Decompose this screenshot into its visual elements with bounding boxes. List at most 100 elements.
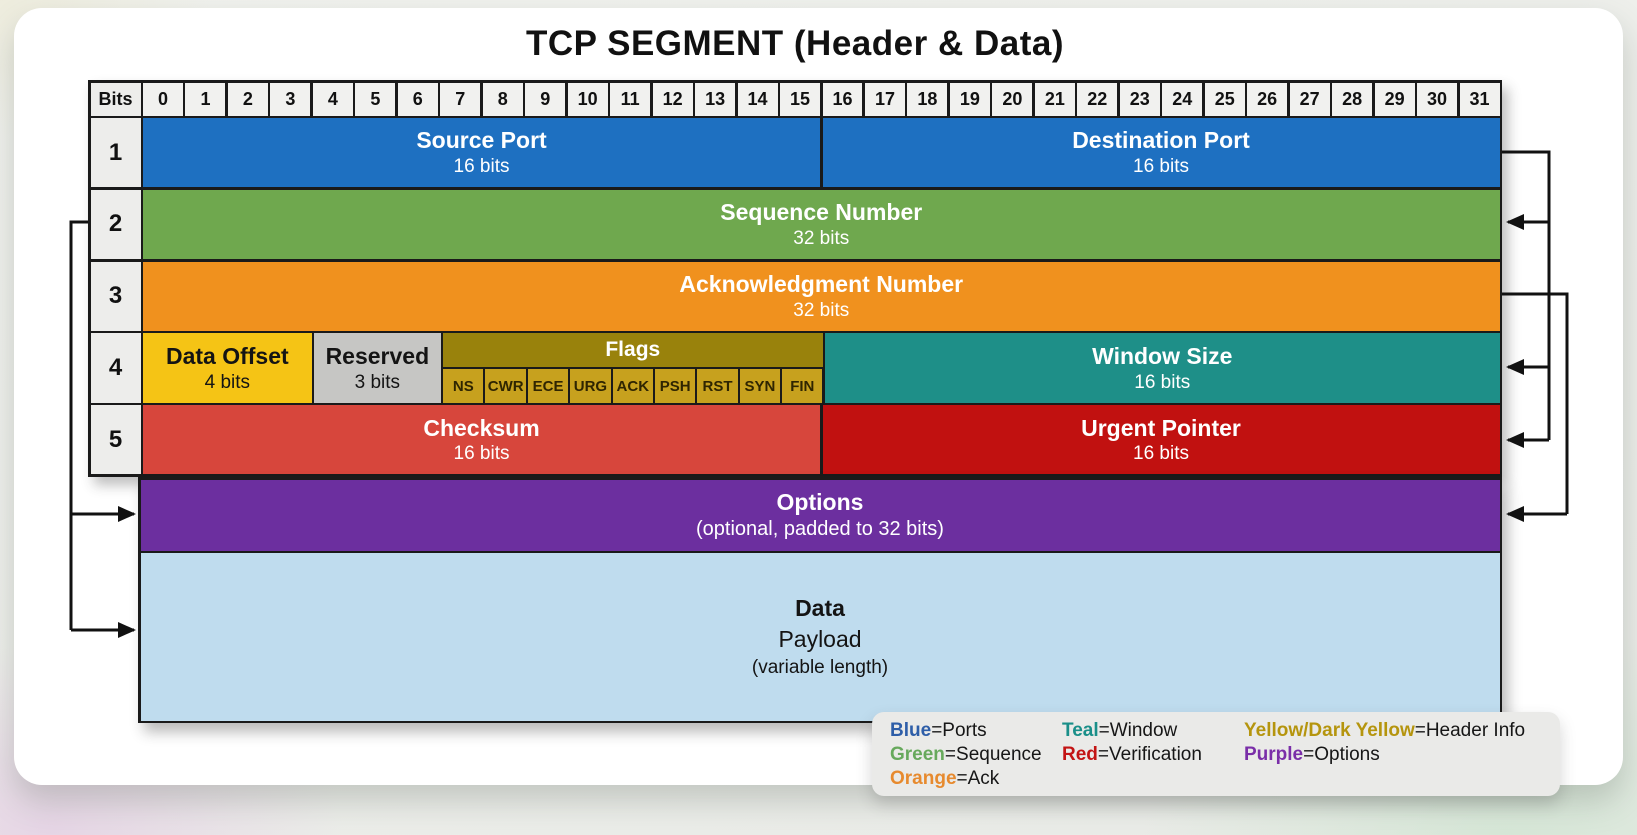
destination-port-field: Destination Port 16 bits — [822, 118, 1500, 188]
bit-number-cell: 17 — [864, 82, 905, 116]
bit-number-cell: 30 — [1417, 82, 1458, 116]
row-ports: 1 Source Port 16 bits Destination Port 1… — [90, 118, 1500, 188]
options-field: Options (optional, padded to 32 bits) — [140, 479, 1500, 551]
bit-number-cell: 12 — [652, 82, 693, 116]
legend-label: =Window — [1098, 719, 1178, 741]
bit-number-cell: 3 — [270, 82, 311, 116]
legend-item: Yellow/Dark Yellow=Header Info — [1244, 719, 1542, 742]
legend-color-word: Purple — [1244, 743, 1304, 765]
bit-number-cell: 10 — [567, 82, 608, 116]
row-label-3: 3 — [90, 261, 141, 331]
bit-number-cell: 23 — [1119, 82, 1160, 116]
field-subtitle: 32 bits — [793, 227, 850, 249]
field-title: Data Offset — [165, 342, 289, 369]
reserved-field: Reserved 3 bits — [314, 333, 441, 403]
field-subtitle: 3 bits — [354, 371, 401, 393]
bit-number-cell: 1 — [185, 82, 226, 116]
options-data-table: Options (optional, padded to 32 bits) Da… — [138, 477, 1502, 723]
window-size-field: Window Size 16 bits — [825, 333, 1500, 403]
bit-number-cell: 5 — [355, 82, 396, 116]
legend-label: =Ack — [956, 767, 1000, 789]
legend-color-word: Yellow/Dark Yellow — [1244, 719, 1415, 741]
data-line: Payload — [778, 625, 862, 652]
flag-cell: URG — [570, 369, 611, 403]
legend-color-word: Orange — [890, 767, 957, 789]
field-title: Source Port — [416, 127, 547, 154]
bit-number-cell: 6 — [397, 82, 438, 116]
flag-cell: SYN — [739, 369, 781, 403]
bits-header-label: Bits — [90, 82, 141, 116]
row-label-1: 1 — [90, 118, 141, 188]
legend-item: Orange=Ack — [890, 767, 1062, 790]
bit-number-cell: 0 — [143, 82, 183, 116]
bit-number-cell: 22 — [1077, 82, 1118, 116]
legend-color-word: Teal — [1062, 719, 1099, 741]
field-subtitle: 4 bits — [204, 371, 251, 393]
row-sequence: 2 Sequence Number 32 bits — [90, 189, 1500, 260]
bit-number-cell: 26 — [1247, 82, 1288, 116]
data-payload-field: Data Payload (variable length) — [140, 553, 1500, 721]
page-title: TCP SEGMENT (Header & Data) — [526, 24, 1064, 63]
legend-color-word: Blue — [890, 719, 932, 741]
checksum-field: Checksum 16 bits — [143, 405, 820, 475]
bit-number-cell: 24 — [1162, 82, 1203, 116]
bit-number-cell: 14 — [737, 82, 778, 116]
bit-number-cell: 27 — [1289, 82, 1330, 116]
data-line: (variable length) — [751, 656, 889, 678]
bit-number-cell: 20 — [992, 82, 1033, 116]
sequence-number-field: Sequence Number 32 bits — [143, 189, 1500, 260]
flag-cell: ACK — [612, 369, 653, 403]
field-title: Urgent Pointer — [1081, 414, 1241, 441]
flags-title: Flags — [605, 338, 661, 362]
row-acknowledgment: 3 Acknowledgment Number 32 bits — [90, 261, 1500, 331]
flag-cell: PSH — [654, 369, 696, 403]
color-legend: Blue=Ports Teal=Window Yellow/Dark Yello… — [872, 712, 1560, 796]
field-subtitle: 32 bits — [793, 299, 850, 321]
urgent-pointer-field: Urgent Pointer 16 bits — [822, 405, 1500, 475]
flag-cell: FIN — [782, 369, 823, 403]
field-title: Checksum — [423, 414, 540, 441]
bit-number-cell: 21 — [1034, 82, 1075, 116]
field-title: Options — [776, 489, 864, 516]
data-offset-field: Data Offset 4 bits — [143, 333, 312, 403]
bit-number-cell: 8 — [482, 82, 523, 116]
field-subtitle: 16 bits — [453, 443, 510, 465]
row-label-2: 2 — [90, 189, 141, 260]
legend-label: =Ports — [931, 719, 987, 741]
acknowledgment-number-field: Acknowledgment Number 32 bits — [143, 261, 1500, 331]
row-label-5: 5 — [90, 405, 141, 475]
bit-number-cell: 29 — [1374, 82, 1415, 116]
bit-number-cell: 4 — [312, 82, 353, 116]
legend-item: Teal=Window — [1062, 719, 1244, 742]
field-title: Sequence Number — [720, 199, 923, 226]
field-subtitle: 16 bits — [1133, 443, 1189, 465]
legend-label: =Verification — [1097, 743, 1202, 765]
flag-cell: ECE — [527, 369, 569, 403]
bit-number-cell: 7 — [440, 82, 481, 116]
field-subtitle: 16 bits — [1134, 371, 1191, 393]
flag-cell: NS — [443, 369, 484, 403]
bit-number-cell: 9 — [525, 82, 566, 116]
bit-number-cell: 18 — [907, 82, 948, 116]
bit-number-cell: 15 — [780, 82, 820, 116]
row-checksum-urgent: 5 Checksum 16 bits Urgent Pointer 16 bit… — [90, 405, 1500, 475]
row-label-4: 4 — [90, 333, 141, 403]
field-subtitle: (optional, padded to 32 bits) — [696, 517, 944, 540]
legend-color-word: Green — [890, 743, 945, 765]
legend-item: Red=Verification — [1062, 743, 1244, 766]
bit-number-cell: 2 — [227, 82, 268, 116]
bit-number-cell: 25 — [1204, 82, 1245, 116]
field-subtitle: 16 bits — [1133, 156, 1189, 178]
legend-color-word: Red — [1062, 743, 1098, 765]
legend-item: Green=Sequence — [890, 743, 1062, 766]
source-port-field: Source Port 16 bits — [143, 118, 820, 188]
field-title: Window Size — [1092, 342, 1233, 369]
bit-number-cell: 31 — [1459, 82, 1500, 116]
bit-number-cell: 13 — [695, 82, 736, 116]
legend-label: =Options — [1303, 743, 1380, 765]
